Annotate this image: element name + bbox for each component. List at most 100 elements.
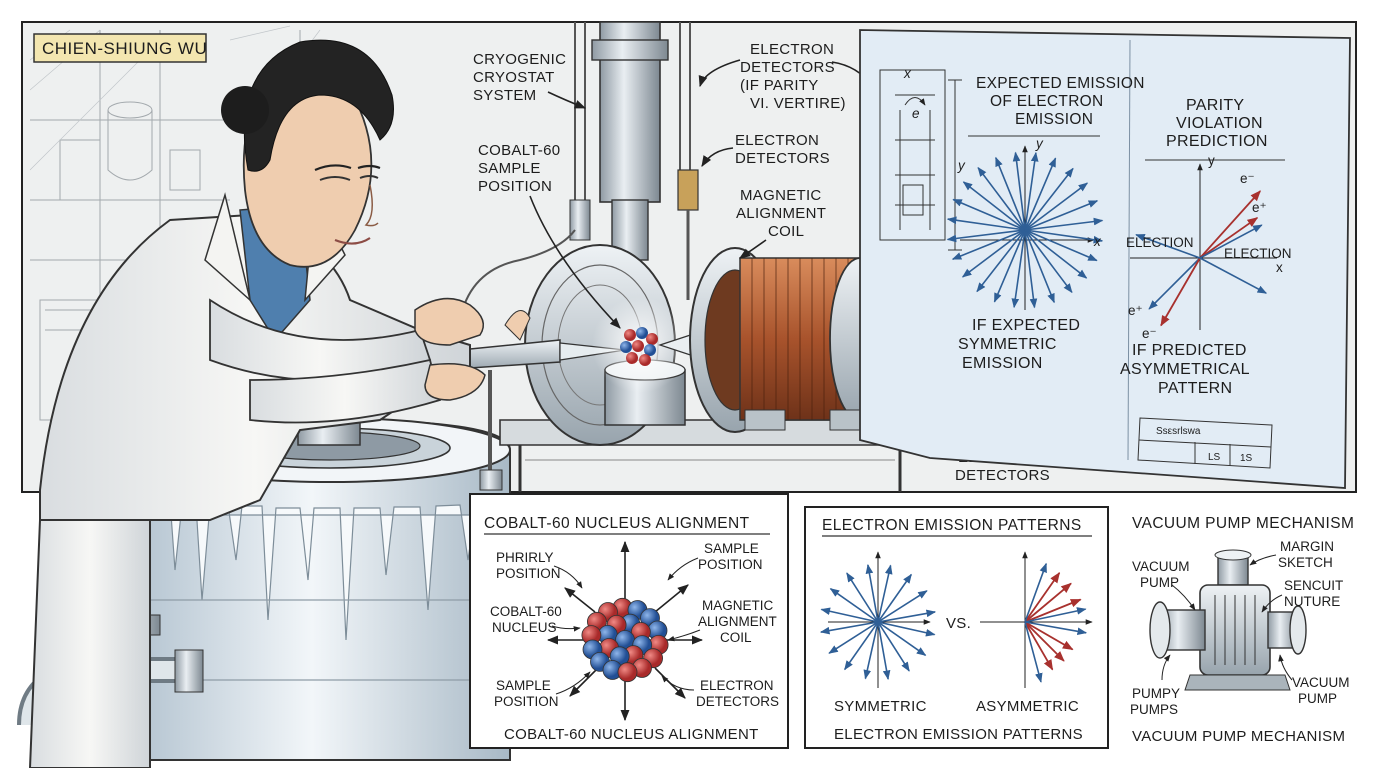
- vacuum-panel-title: VACUUM PUMP MECHANISM: [1132, 515, 1354, 532]
- e-minus-top: e⁻: [1240, 171, 1255, 186]
- emission-panel-footer: ELECTRON EMISSION PATTERNS: [834, 726, 1083, 743]
- emission-ray: [946, 229, 1026, 243]
- emission-ray: [1024, 167, 1074, 231]
- emission-ray: [1024, 621, 1043, 683]
- emission-ray: [952, 198, 1026, 231]
- emission-ray: [1135, 233, 1201, 259]
- asymmetric-label: ASYMMETRIC: [976, 698, 1079, 715]
- emission-ray: [1024, 182, 1089, 231]
- emission-ray: [877, 621, 910, 672]
- emission-ray-red: [1024, 621, 1074, 651]
- emission-ray: [1024, 229, 1073, 294]
- emission-ray: [1024, 157, 1057, 231]
- emission-ray: [877, 573, 912, 623]
- emission-ray: [1024, 200, 1099, 231]
- asymmetric-pattern-small: [980, 551, 1093, 688]
- emission-ray: [865, 563, 879, 623]
- vacuum-panel-footer: VACUUM PUMP MECHANISM: [1132, 728, 1345, 745]
- emission-ray: [877, 621, 891, 681]
- emission-ray: [1024, 229, 1038, 309]
- emission-ray: [1024, 562, 1047, 623]
- emission-ray: [962, 181, 1026, 231]
- emission-ray: [1199, 224, 1263, 259]
- emission-ray: [819, 621, 879, 635]
- blueprint-symmetric-pattern: [946, 145, 1104, 310]
- sym-axis-x: x: [1093, 234, 1102, 249]
- title-block-b: 1S: [1240, 453, 1253, 464]
- emission-ray: [828, 621, 879, 654]
- emission-ray: [846, 572, 879, 623]
- sketch-y-label: y: [957, 158, 966, 173]
- e-plus-top: e⁺: [1252, 200, 1267, 215]
- blueprint-title-block: [1137, 417, 1273, 469]
- emission-patterns-panel: ELECTRON EMISSION PATTERNS VS. SYMMETRIC…: [804, 506, 1109, 749]
- election-right-label: ELECTION: [1224, 246, 1292, 261]
- cobalt-nucleus-small: [620, 327, 658, 366]
- e-minus-bottom: e⁻: [1142, 326, 1157, 341]
- symmetric-pattern-small: [819, 551, 937, 688]
- emission-ray: [1024, 217, 1104, 231]
- emission-ray: [877, 609, 937, 623]
- emission-ray: [1024, 229, 1088, 279]
- emission-ray: [1148, 257, 1201, 310]
- emission-ray-red: [1024, 598, 1082, 623]
- blueprint-technical-sketch: [879, 69, 962, 251]
- emission-ray-red: [1199, 190, 1261, 259]
- vs-label: VS.: [946, 615, 971, 632]
- asym-axis-y: y: [1208, 153, 1215, 168]
- emission-ray-red: [1160, 257, 1201, 327]
- scientist: [28, 39, 531, 769]
- election-left-label: ELECTION: [1126, 235, 1194, 250]
- emission-ray: [877, 564, 893, 623]
- emission-ray: [995, 156, 1026, 231]
- sym-axis-y: y: [1035, 136, 1044, 151]
- emission-ray-red: [1024, 582, 1072, 623]
- emission-ray: [1024, 229, 1098, 262]
- emission-ray: [1012, 151, 1026, 231]
- emission-ray: [863, 621, 879, 680]
- emission-ray: [877, 590, 928, 623]
- emission-ray: [951, 229, 1026, 260]
- emission-ray: [1024, 621, 1088, 636]
- e-plus-bottom: e⁺: [1128, 303, 1143, 318]
- cobalt-panel-footer: COBALT-60 NUCLEUS ALIGNMENT: [504, 726, 759, 743]
- emission-ray: [1011, 229, 1026, 309]
- emission-ray: [877, 621, 927, 656]
- vacuum-pump-sketch: [1149, 549, 1307, 691]
- name-tag: CHIEN-SHIUNG WU: [33, 33, 207, 63]
- cobalt-nucleus: [546, 540, 704, 722]
- emission-ray: [1024, 229, 1055, 304]
- cobalt-panel-title: COBALT-60 NUCLEUS ALIGNMENT: [484, 515, 750, 532]
- title-block-a: LS: [1208, 452, 1221, 463]
- emission-ray: [961, 229, 1026, 278]
- blueprint-asymmetric-pattern: [1130, 163, 1277, 330]
- emission-panel-title: ELECTRON EMISSION PATTERNS: [822, 517, 1082, 534]
- emission-ray: [877, 621, 936, 637]
- title-block-name: Ssεsrlswa: [1156, 426, 1201, 437]
- emission-ray: [1024, 151, 1039, 231]
- emission-ray: [1024, 229, 1104, 244]
